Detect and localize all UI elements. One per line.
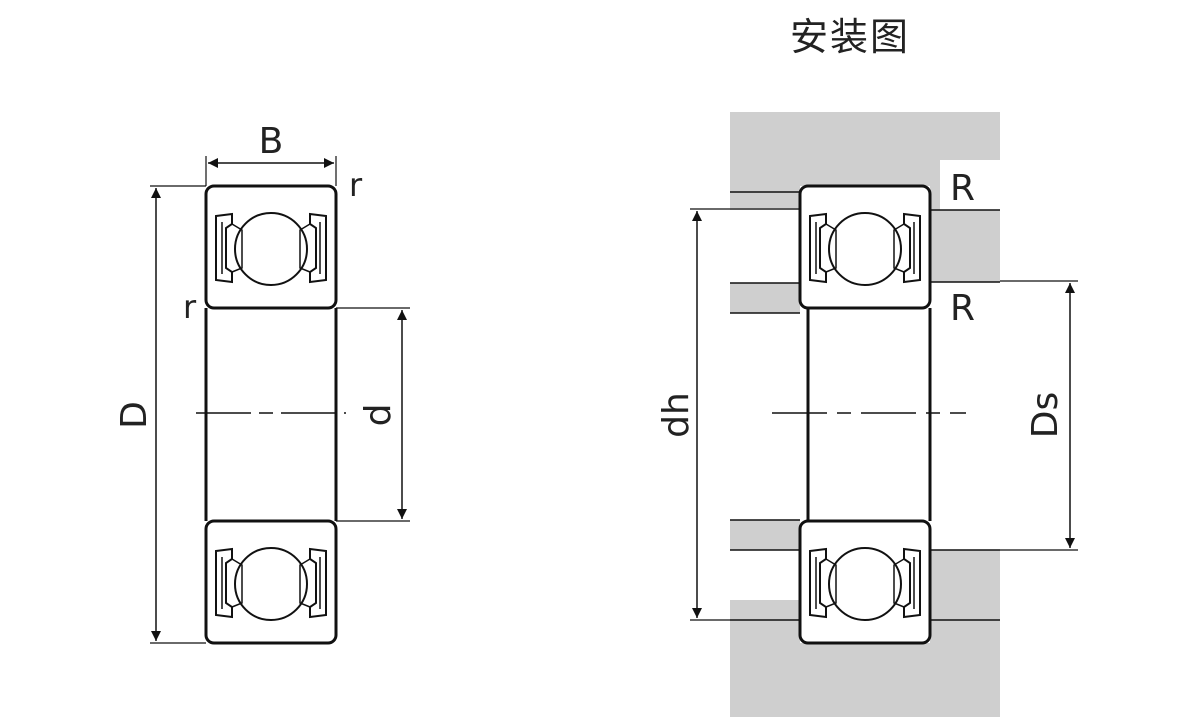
shaft-dia-label: Ds [1025,392,1066,438]
housing-shading [730,112,1000,717]
page-title: 安装图 [790,15,911,59]
fillet-left-label: r [183,288,197,326]
fillet-top-label: r [349,166,363,204]
bore-label: d [358,404,399,427]
housing-dia-label: dh [656,392,697,438]
b-label: B [259,121,284,162]
right-mounting-figure: R R dh Ds [656,112,1078,717]
outer-diameter-label: D [114,401,155,429]
radius-top-label: R [950,168,975,209]
radius-mid-label: R [950,288,975,329]
left-bearing-figure: B r r D d [114,121,410,645]
left-top-ring-section [204,184,338,310]
left-bottom-ring-section [204,519,338,645]
